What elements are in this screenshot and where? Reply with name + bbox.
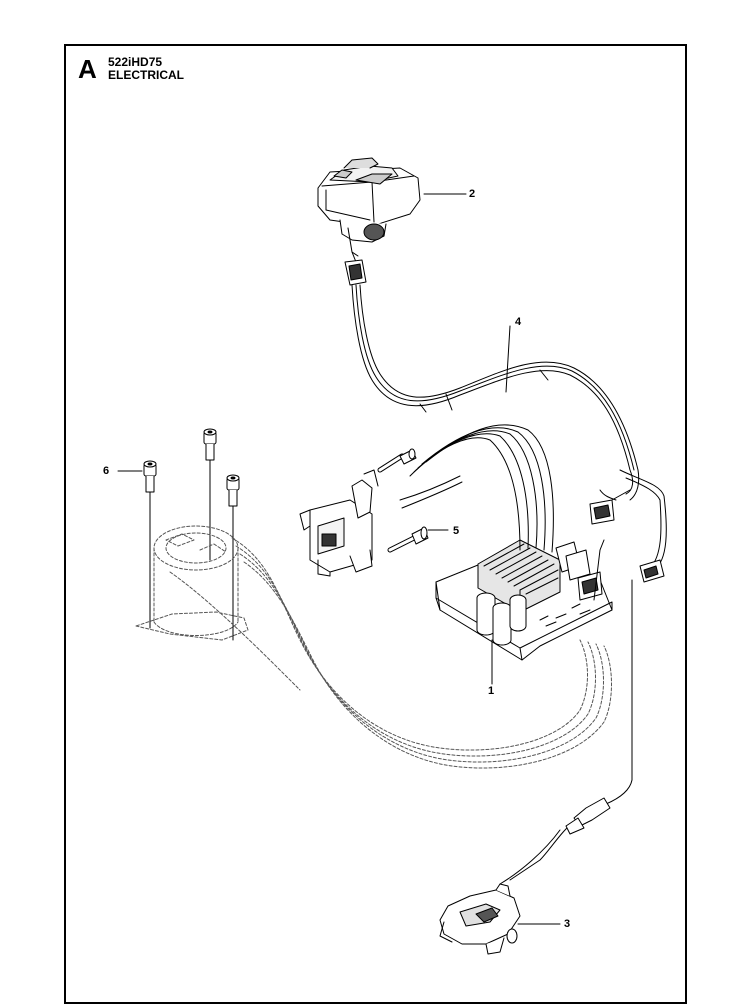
screw-lower: [387, 526, 429, 553]
vertical-screw-right: [226, 474, 240, 641]
switch-connector: [344, 259, 367, 286]
control-module-part: [435, 539, 613, 661]
screw-upper: [377, 448, 417, 473]
harness-connector-upper: [589, 489, 631, 525]
switch-module-part: [317, 157, 421, 263]
callout-2: 2: [469, 188, 476, 200]
vertical-screw-left: [143, 460, 157, 629]
leader-lines: [117, 193, 561, 925]
phantom-motor: [135, 525, 612, 769]
model-number: 522iHD75: [108, 55, 163, 69]
callout-6: 6: [103, 465, 110, 477]
section-letter: A: [78, 54, 97, 84]
sensor-part: [439, 883, 521, 955]
vertical-screw-center: [203, 428, 217, 561]
diagram-frame: [64, 44, 687, 1004]
motor-terminal-block: [299, 469, 379, 577]
section-title: ELECTRICAL: [108, 68, 184, 82]
callout-3: 3: [564, 918, 571, 930]
callout-1: 1: [488, 685, 495, 697]
callout-4: 4: [515, 316, 522, 328]
sensor-cable: [499, 579, 633, 885]
module-cable: [399, 424, 554, 553]
callout-5: 5: [453, 525, 460, 537]
harness-connector-lower: [639, 559, 665, 583]
cable-harness-part: [351, 284, 667, 571]
